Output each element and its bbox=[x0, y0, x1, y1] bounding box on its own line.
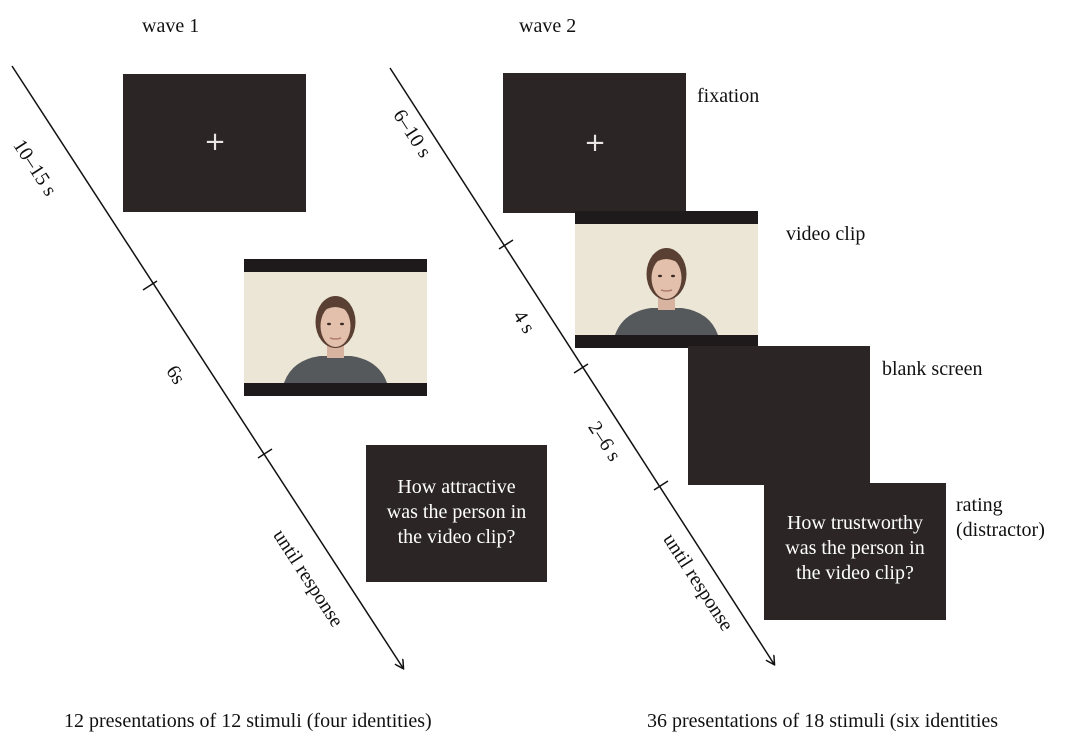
wave2-timeline-arrow bbox=[389, 67, 774, 664]
wave2-tick-1 bbox=[498, 239, 514, 250]
fixation-cross-icon: + bbox=[584, 128, 606, 158]
blank-screen-label: blank screen bbox=[882, 358, 983, 380]
wave2-rating-screen: How trustworthy was the person in the vi… bbox=[764, 483, 946, 620]
fixation-label: fixation bbox=[697, 85, 760, 107]
wave2-video-screen bbox=[575, 211, 758, 348]
wave2-blank-screen bbox=[688, 346, 870, 485]
wave1-fixation-screen: + bbox=[123, 74, 306, 212]
wave1-tick-1 bbox=[142, 280, 158, 291]
wave2-tick-3 bbox=[653, 480, 669, 491]
wave1-video-screen bbox=[244, 259, 427, 396]
wave2-caption: 36 presentations of 18 stimuli (six iden… bbox=[647, 710, 999, 732]
wave1-rating-screen: How attractive was the person in the vid… bbox=[366, 445, 547, 582]
wave2-tick-2 bbox=[573, 363, 589, 374]
fixation-cross-icon: + bbox=[204, 127, 226, 157]
face-portrait-icon bbox=[575, 224, 758, 335]
video-frame bbox=[575, 224, 758, 335]
video-frame bbox=[244, 272, 427, 383]
wave1-tick-2 bbox=[257, 448, 273, 459]
face-portrait-icon bbox=[244, 272, 427, 383]
wave2-title: wave 2 bbox=[519, 15, 577, 37]
rating-distractor-label: rating (distractor) bbox=[956, 494, 1045, 541]
video-clip-label: video clip bbox=[786, 223, 866, 245]
wave1-timeline-arrow bbox=[11, 65, 403, 668]
wave1-caption: 12 presentations of 12 stimuli (four ide… bbox=[64, 710, 432, 732]
wave2-rating-question: How trustworthy was the person in the vi… bbox=[785, 512, 925, 584]
wave2-fixation-screen: + bbox=[503, 73, 686, 213]
wave1-rating-question: How attractive was the person in the vid… bbox=[386, 476, 527, 548]
wave1-title: wave 1 bbox=[142, 15, 200, 37]
